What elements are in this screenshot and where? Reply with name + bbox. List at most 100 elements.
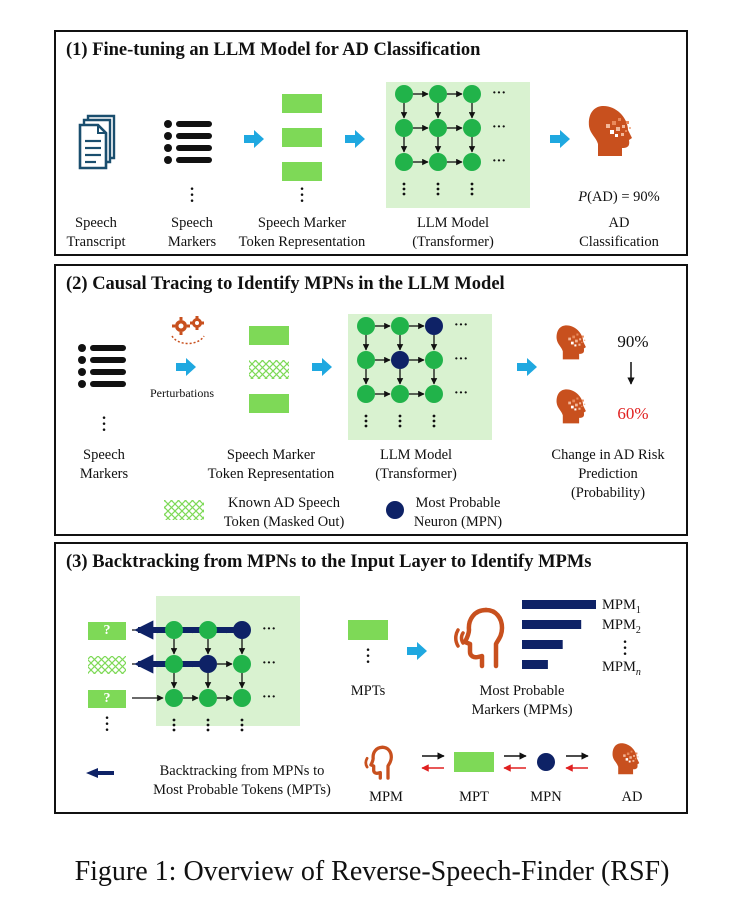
mpm-item-n: MPMn: [602, 659, 641, 678]
flow-arrow-1: [244, 130, 264, 148]
vdot: [172, 718, 176, 722]
question-mark: ?: [103, 623, 111, 638]
llm-grid: ··· ··· ···: [395, 85, 506, 196]
vdot: [364, 414, 368, 418]
gears-icon: [171, 316, 205, 345]
mpn-node: [199, 655, 217, 673]
neuron-node: [425, 351, 443, 369]
neuron-node: [395, 85, 413, 103]
vdot: [432, 424, 436, 428]
neuron-node: [233, 689, 251, 707]
hdots: ···: [262, 656, 276, 671]
list-vdots: ···: [101, 410, 107, 439]
vdot: [436, 182, 440, 186]
flow-arrow-3: [550, 130, 570, 148]
vdot: [240, 728, 244, 732]
vdot: [436, 187, 440, 191]
label-llm: LLM Model(Transformer): [375, 447, 457, 482]
token-bar: [249, 394, 289, 413]
neuron-node: [357, 351, 375, 369]
hdots: ···: [492, 120, 506, 135]
token-bar: [282, 94, 322, 113]
llm-grid: ·········: [357, 317, 468, 428]
neuron-node: [395, 153, 413, 171]
vdot: [172, 723, 176, 727]
mpm-item-2: MPM2: [602, 617, 641, 636]
mpm-bar: [522, 620, 582, 629]
neuron-node: [199, 621, 217, 639]
neuron-node: [165, 621, 183, 639]
vdot: [432, 419, 436, 423]
token-vdots: ···: [299, 181, 305, 210]
mpts-label: MPTs: [350, 683, 386, 699]
vdot: [436, 192, 440, 196]
vdot: [206, 723, 210, 727]
token-bar: [282, 162, 322, 181]
flow-arrow-3: [517, 358, 537, 376]
legend-masked-swatch: [164, 500, 204, 520]
perturbations-label: Perturbations: [150, 386, 214, 400]
mpt-vdots: ···: [365, 642, 371, 671]
flow-arrow-2: [345, 130, 365, 148]
neuron-node: [463, 153, 481, 171]
panel-backtracking: (3) Backtracking from MPNs to the Input …: [54, 542, 688, 814]
masked-token: [88, 656, 126, 674]
neuron-node: [395, 119, 413, 137]
head-icon: [556, 389, 586, 424]
hdots: ···: [454, 386, 468, 401]
mpm-vdots: ···: [622, 634, 628, 663]
prob-label: P(AD) = 90%: [578, 189, 660, 205]
vdot: [364, 419, 368, 423]
neuron-node: [357, 385, 375, 403]
vdot: [470, 187, 474, 191]
mpm-bar: [522, 660, 548, 669]
list-icon: [164, 120, 212, 164]
neuron-node: [233, 655, 251, 673]
label-llm: LLM Model(Transformer): [412, 215, 494, 250]
panel-fine-tuning: (1) Fine-tuning an LLM Model for AD Clas…: [54, 30, 688, 256]
mpn-node: [425, 317, 443, 335]
backtrack-legend-arrow: [86, 768, 114, 778]
hdots: ···: [492, 86, 506, 101]
mpm-bar: [522, 640, 563, 649]
panel2-title: (2) Causal Tracing to Identify MPNs in t…: [66, 274, 505, 294]
llm-background: [348, 314, 492, 440]
speaking-head-icon: [454, 607, 505, 669]
vdot: [402, 182, 406, 186]
neuron-node: [463, 119, 481, 137]
panel3-title: (3) Backtracking from MPNs to the Input …: [66, 552, 592, 572]
neuron-node: [165, 655, 183, 673]
neuron-node: [199, 689, 217, 707]
vdot: [172, 728, 176, 732]
chain-mpt: [454, 752, 494, 772]
list-icon: [78, 344, 126, 388]
panel1-graphics: ··· ··· ···: [78, 82, 632, 208]
vdot: [398, 419, 402, 423]
mpm-bar: [522, 600, 596, 609]
chain-label-mpn: MPN: [530, 789, 562, 805]
llm-grid: ·········: [132, 620, 276, 732]
neuron-node: [391, 317, 409, 335]
chain-label-mpt: MPT: [459, 789, 489, 805]
hdots: ···: [492, 154, 506, 169]
panel1-title: (1) Fine-tuning an LLM Model for AD Clas…: [66, 40, 481, 60]
neuron-node: [429, 153, 447, 171]
prob-before: 90%: [617, 332, 649, 351]
hdots: ···: [454, 318, 468, 333]
mpt-swatch: [348, 620, 388, 640]
head-icon: [612, 743, 640, 775]
mpn-node: [233, 621, 251, 639]
llm-background: [386, 82, 530, 208]
chain-mpn: [537, 753, 555, 771]
figure-caption: Figure 1: Overview of Reverse-Speech-Fin…: [74, 856, 670, 887]
prob-after: 60%: [617, 404, 649, 423]
flow-arrow: [407, 642, 427, 660]
mpn-node: [391, 351, 409, 369]
vdot: [364, 424, 368, 428]
